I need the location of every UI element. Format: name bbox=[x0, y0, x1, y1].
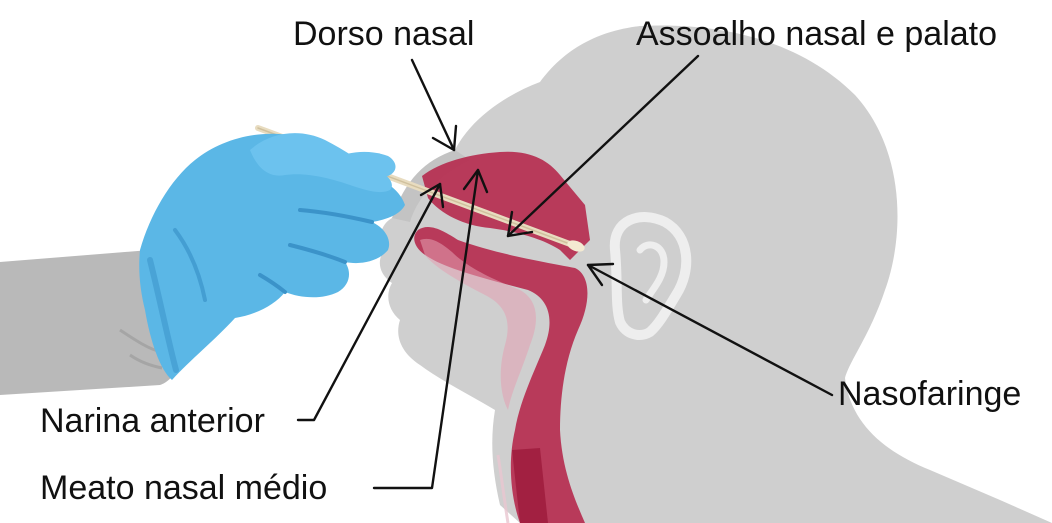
gloved-hand-icon bbox=[139, 133, 405, 380]
label-nasofaringe: Nasofaringe bbox=[838, 375, 1021, 413]
label-dorso-nasal: Dorso nasal bbox=[293, 15, 474, 53]
label-assoalho-nasal-palato: Assoalho nasal e palato bbox=[636, 15, 997, 53]
leader-dorso-nasal bbox=[412, 60, 456, 150]
label-narina-anterior: Narina anterior bbox=[40, 402, 265, 440]
label-meato-nasal-medio: Meato nasal médio bbox=[40, 469, 327, 507]
